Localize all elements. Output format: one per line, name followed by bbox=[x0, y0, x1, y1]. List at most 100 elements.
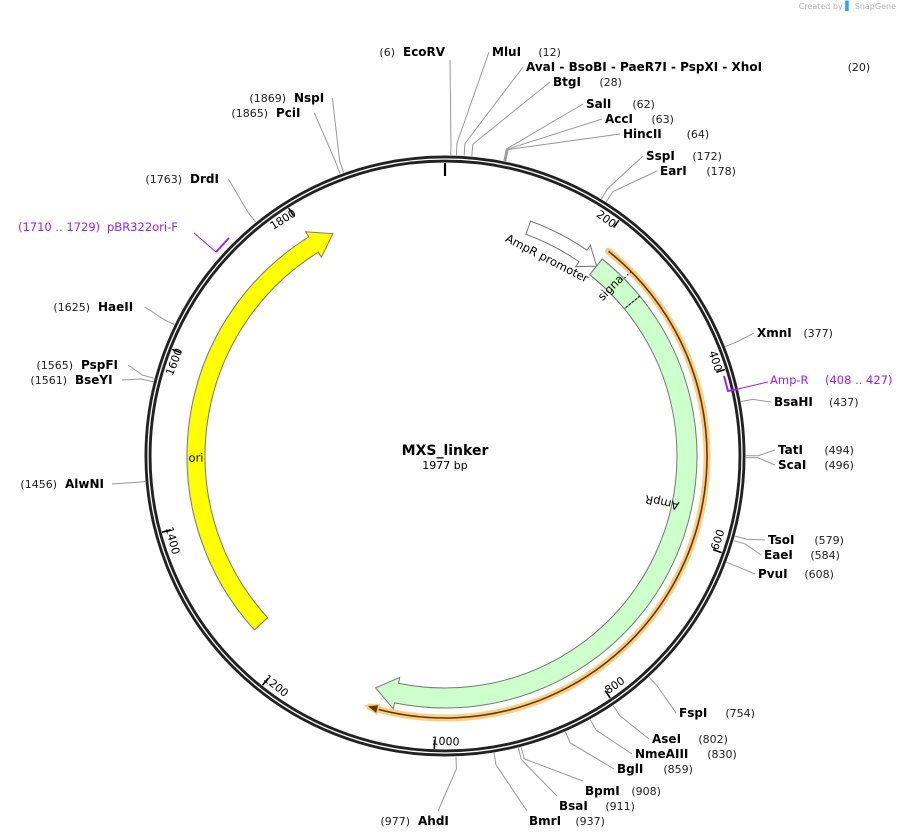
orf-arrow-icon bbox=[363, 703, 381, 716]
enzyme-labels: (6)EcoRV MluI (12)AvaI - BsoBI - PaeR7I - … bbox=[20, 45, 870, 828]
enzyme-position: (172) bbox=[692, 150, 722, 163]
enzyme-site[interactable]: MluI (12) bbox=[455, 45, 561, 156]
enzyme-position: (1865) bbox=[231, 107, 268, 120]
primer-amp-r[interactable]: Amp-R(408 .. 427) bbox=[723, 373, 893, 393]
enzyme-position: (1561) bbox=[30, 374, 67, 387]
enzyme-name: FspI bbox=[679, 706, 707, 720]
enzyme-position: (908) bbox=[631, 785, 661, 798]
enzyme-position: (20) bbox=[848, 61, 871, 74]
enzyme-site[interactable]: BsaHI(437) bbox=[740, 395, 859, 409]
enzyme-site[interactable]: (1763)DrdI bbox=[145, 172, 257, 223]
feature-ampr[interactable] bbox=[374, 258, 698, 710]
feature-ampr-promoter[interactable] bbox=[525, 220, 598, 268]
tick-mark bbox=[288, 207, 295, 217]
enzyme-name: TsoI bbox=[768, 533, 794, 547]
enzyme-site[interactable]: (1561)BseYI bbox=[30, 373, 154, 387]
enzyme-position: (859) bbox=[663, 763, 693, 776]
enzyme-name: AccI bbox=[605, 112, 633, 126]
enzyme-site[interactable]: (1565) PspFI bbox=[36, 358, 155, 379]
tick-mark bbox=[171, 348, 181, 354]
enzyme-site[interactable]: NmeAIII (830) bbox=[589, 719, 737, 761]
enzyme-site[interactable]: BtgI (28) bbox=[471, 75, 622, 157]
enzyme-name: NspI bbox=[294, 91, 324, 105]
tick-mark bbox=[604, 690, 611, 699]
enzyme-name: DrdI bbox=[190, 172, 219, 186]
enzyme-site[interactable]: FspI (754) bbox=[648, 676, 755, 720]
primer-range: (1710 .. 1729) bbox=[18, 220, 100, 234]
feature-signal-sequence[interactable] bbox=[589, 258, 641, 310]
enzyme-site[interactable]: EaeI(584) bbox=[733, 540, 840, 562]
enzyme-site[interactable]: AseI (802) bbox=[612, 705, 728, 746]
tick-mark bbox=[712, 548, 722, 554]
enzyme-name: HincII bbox=[623, 127, 662, 141]
enzyme-position: (579) bbox=[814, 534, 844, 547]
enzyme-position: (494) bbox=[824, 444, 854, 457]
enzyme-site[interactable]: HincII (64) bbox=[505, 127, 710, 162]
enzyme-position: (1565) bbox=[36, 359, 73, 372]
credit-prefix: Created by bbox=[798, 2, 843, 11]
enzyme-site[interactable]: SspI(172) bbox=[601, 149, 722, 200]
enzyme-site[interactable]: (6)EcoRV bbox=[379, 45, 452, 156]
primer-labels: (1710 .. 1729) pBR322ori-F Amp-R(408 .. 42… bbox=[18, 220, 893, 393]
enzyme-site[interactable]: BglI (859) bbox=[564, 731, 693, 776]
enzyme-position: (437) bbox=[829, 396, 859, 409]
enzyme-site[interactable]: BmrI(937) bbox=[493, 752, 605, 828]
enzyme-name: BglI bbox=[617, 762, 643, 776]
ampr-label: AmpR bbox=[644, 492, 681, 513]
enzyme-site[interactable]: PvuI(608) bbox=[726, 561, 834, 581]
enzyme-site[interactable]: SalI(62) bbox=[503, 97, 655, 161]
plasmid-backbone[interactable] bbox=[144, 155, 746, 757]
enzyme-name: AlwNI bbox=[65, 477, 104, 491]
enzyme-site[interactable]: (1456)AlwNI bbox=[20, 477, 146, 491]
enzyme-name: HaeII bbox=[98, 300, 133, 314]
primer-pbr322ori-f[interactable]: (1710 .. 1729) pBR322ori-F bbox=[18, 220, 230, 253]
enzyme-position: (28) bbox=[599, 76, 622, 89]
enzyme-name: AseI bbox=[652, 732, 681, 746]
tick-mark bbox=[716, 368, 726, 373]
enzyme-name: MluI bbox=[492, 45, 521, 59]
enzyme-name: AvaI - BsoBI - PaeR7I - PspXI - XhoI bbox=[526, 60, 762, 74]
enzyme-position: (496) bbox=[824, 459, 854, 472]
plasmid-name: MXS_linker bbox=[402, 443, 489, 459]
enzyme-position: (1869) bbox=[249, 92, 286, 105]
enzyme-name: BsaI bbox=[559, 799, 588, 813]
snapgene-credit: Created by ▌ SnapGene bbox=[799, 2, 896, 12]
enzyme-name: TatI bbox=[778, 443, 803, 457]
tick-mark bbox=[161, 529, 171, 533]
enzyme-position: (12) bbox=[538, 46, 561, 59]
enzyme-site[interactable]: TatI (494) bbox=[745, 443, 854, 457]
enzyme-site[interactable]: (1625)HaeII bbox=[53, 300, 175, 325]
enzyme-position: (977) bbox=[380, 815, 410, 828]
enzyme-name: NmeAIII bbox=[635, 747, 688, 761]
snapgene-logo-icon: ▌ bbox=[845, 2, 853, 12]
enzyme-site[interactable]: (977) AhdI bbox=[380, 756, 457, 828]
enzyme-site[interactable]: BpmI(908) bbox=[520, 747, 661, 798]
enzyme-site[interactable]: AvaI - BsoBI - PaeR7I - PspXI - XhoI (20) bbox=[463, 60, 871, 156]
enzyme-site[interactable]: ScaI(496) bbox=[745, 457, 854, 472]
enzyme-position: (178) bbox=[706, 165, 736, 178]
enzyme-position: (830) bbox=[707, 748, 737, 761]
feature-ori[interactable] bbox=[186, 231, 334, 631]
enzyme-name: AhdI bbox=[418, 814, 449, 828]
enzyme-position: (64) bbox=[687, 128, 710, 141]
enzyme-site[interactable]: EarI(178) bbox=[605, 164, 736, 203]
enzyme-position: (754) bbox=[725, 707, 755, 720]
enzyme-site[interactable]: TsoI (579) bbox=[735, 533, 844, 547]
enzyme-position: (937) bbox=[575, 815, 605, 828]
enzyme-site[interactable]: XmnI(377) bbox=[725, 326, 833, 347]
enzyme-site[interactable]: AccI(63) bbox=[504, 112, 674, 162]
enzyme-site[interactable]: (1869) NspI bbox=[249, 91, 345, 173]
enzyme-position: (802) bbox=[698, 733, 728, 746]
tick-mark bbox=[612, 219, 620, 228]
tick-label: 400 bbox=[706, 349, 725, 373]
enzyme-name: EaeI bbox=[764, 548, 793, 562]
enzyme-name: PciI bbox=[276, 106, 301, 120]
enzyme-site[interactable]: (1865) PciI bbox=[231, 106, 341, 175]
enzyme-name: BtgI bbox=[553, 75, 581, 89]
credit-brand: SnapGene bbox=[854, 2, 896, 11]
primer-name: pBR322ori-F bbox=[107, 220, 178, 234]
enzyme-site[interactable]: BsaI(911) bbox=[517, 747, 635, 813]
enzyme-position: (6) bbox=[379, 46, 395, 59]
enzyme-name: PspFI bbox=[81, 358, 118, 372]
